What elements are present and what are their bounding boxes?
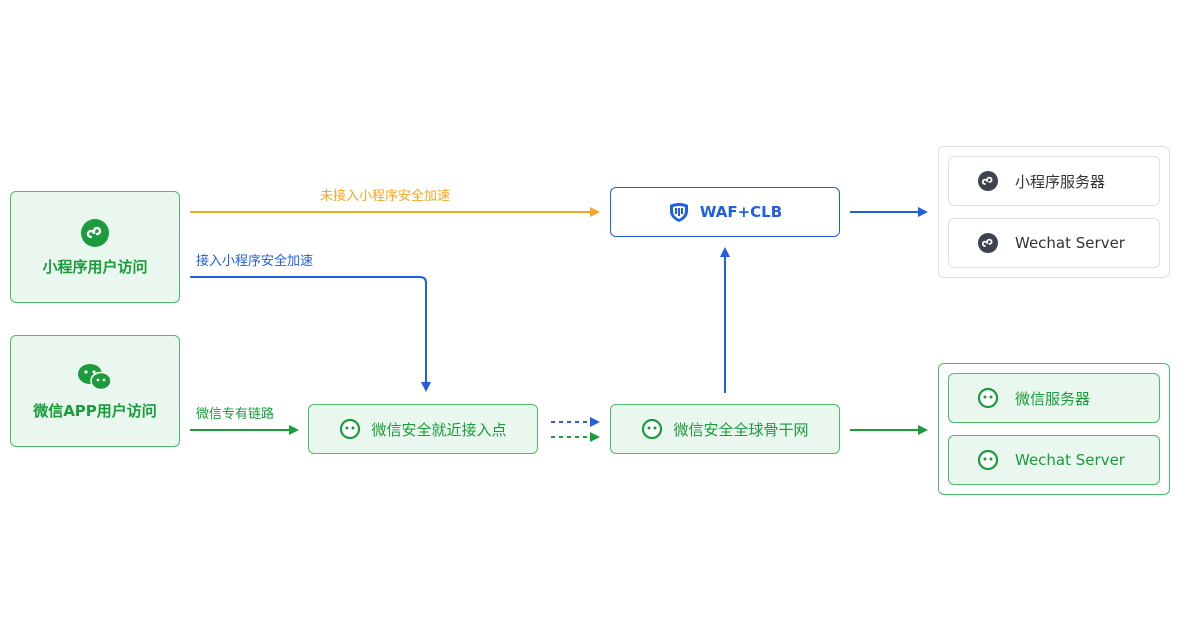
backbone-label: 微信安全全球骨干网: [673, 420, 809, 439]
server-wechat-server-green-label: Wechat Server: [1015, 451, 1125, 469]
source-miniprogram: 小程序用户访问: [10, 191, 180, 303]
server-miniprogram-label: 小程序服务器: [1015, 172, 1106, 191]
wechat-chat-icon: [641, 418, 663, 440]
miniprogram-icon: [80, 218, 110, 248]
node-waf-clb: WAF+CLB: [610, 187, 840, 237]
waf-clb-label: WAF+CLB: [699, 203, 783, 221]
miniprogram-icon: [977, 170, 999, 192]
server-wechat-label: 微信服务器: [1015, 389, 1091, 408]
server-wechat-server-green: Wechat Server: [948, 435, 1160, 485]
source-wechat-app: 微信APP用户访问: [10, 335, 180, 447]
server-miniprogram: 小程序服务器: [948, 156, 1160, 206]
server-wechat: 微信服务器: [948, 373, 1160, 423]
wechat-chat-icon: [339, 418, 361, 440]
server-wechat-server-grey-label: Wechat Server: [1015, 234, 1125, 252]
miniprogram-icon: [977, 232, 999, 254]
wechat-icon: [77, 362, 113, 392]
node-access-point: 微信安全就近接入点: [308, 404, 538, 454]
label-accel: 接入小程序安全加速: [196, 254, 314, 269]
source-wechat-app-label: 微信APP用户访问: [33, 401, 157, 420]
wechat-chat-icon: [977, 387, 999, 409]
server-wechat-server-grey: Wechat Server: [948, 218, 1160, 268]
wechat-chat-icon: [977, 449, 999, 471]
arrow-accel: [190, 276, 431, 392]
node-backbone: 微信安全全球骨干网: [610, 404, 840, 454]
source-miniprogram-label: 小程序用户访问: [42, 257, 148, 276]
label-dedicated: 微信专有链路: [196, 407, 275, 422]
label-no-accel: 未接入小程序安全加速: [320, 189, 451, 204]
waf-shield-icon: [668, 201, 690, 223]
access-point-label: 微信安全就近接入点: [371, 420, 507, 439]
